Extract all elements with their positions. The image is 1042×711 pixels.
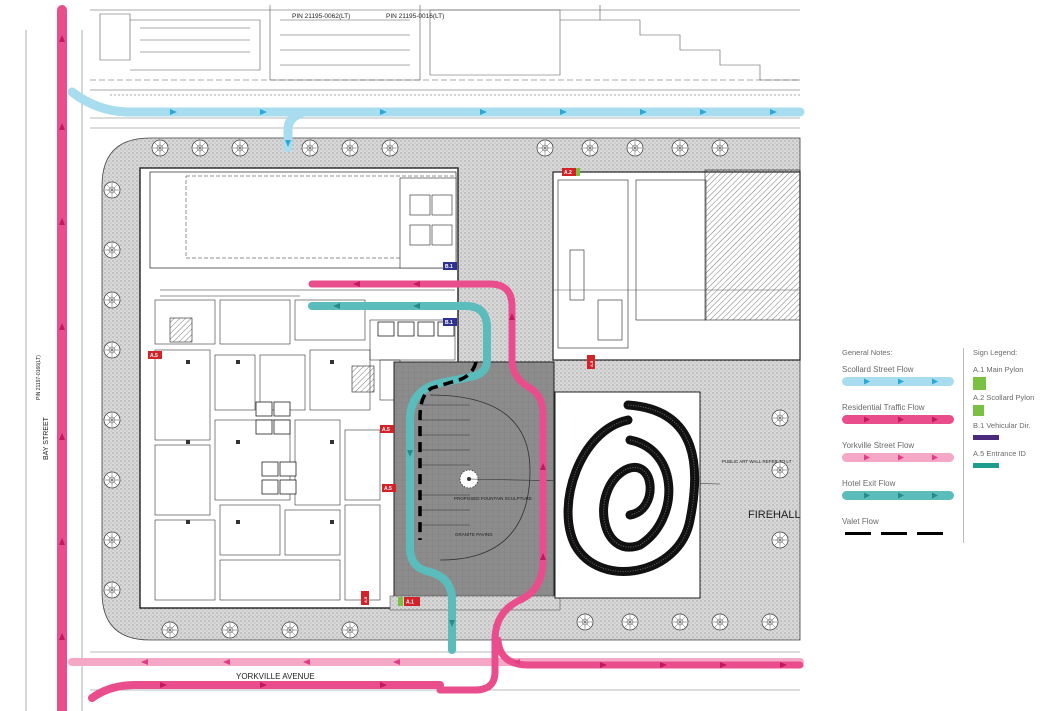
hotel-exit-flow	[308, 302, 491, 654]
legend-flow-item: Residential Traffic Flow	[842, 403, 962, 441]
public-art-wall: PUBLIC ART WALL REFER TO L7 FIREHALL	[554, 391, 801, 599]
flow-arrow-icon	[864, 492, 870, 499]
pin-right-label: PIN 21195-0016(LT)	[386, 13, 444, 20]
sign-tag-a5-lower-label: A.5	[384, 486, 392, 492]
east-building	[552, 169, 801, 361]
flow-arrow-icon	[898, 492, 904, 499]
legend-flow-swatch	[842, 377, 954, 386]
legend-flow-label: Hotel Exit Flow	[842, 479, 896, 488]
legend-flow-swatch	[842, 415, 954, 424]
sign-tag-b1-mid[interactable]: B.1	[443, 318, 457, 326]
sign-tag-a1-label: A.1	[406, 600, 414, 606]
legend-sign-label: A.1 Main Pylon	[973, 365, 1024, 374]
legend-sign-swatch	[973, 435, 999, 440]
fountain-label: PROPOSED FOUNTAIN SCULPTURE	[454, 496, 532, 501]
flow-arrow-icon	[898, 378, 904, 385]
yorkville-avenue-label: YORKVILLE AVENUE	[236, 672, 315, 681]
legend-sign-item: B.1 Vehicular Dir.	[973, 421, 1042, 449]
legend-flow-label: Scollard Street Flow	[842, 365, 914, 374]
legend-sign-swatch	[973, 405, 984, 416]
residential-traffic-flow	[308, 280, 804, 694]
legend-sign-item: A.1 Main Pylon	[973, 365, 1042, 393]
sign-tag-a5-upper[interactable]: A.5	[380, 425, 394, 433]
sign-tag-a5-upper-label: A.5	[382, 427, 390, 433]
sign-tag-b1-top-label: B.1	[445, 264, 453, 270]
legend-sign-label: B.1 Vehicular Dir.	[973, 421, 1031, 430]
flow-arrow-icon	[932, 416, 938, 423]
flow-arrow-icon	[864, 416, 870, 423]
granite-paving-label: GRANITE PAVING	[455, 532, 493, 537]
art-wall-label: PUBLIC ART WALL REFER TO L7	[722, 459, 792, 464]
sign-tag-a2[interactable]: A.2	[562, 168, 580, 176]
legend-flow-item: Valet Flow	[842, 517, 962, 555]
scollard-street-flow	[67, 87, 805, 153]
legend-sign-item: A.2 Scollard Pylon	[973, 393, 1042, 421]
pin-side-label: PIN 21197-0166(LT)	[36, 355, 42, 400]
flow-arrow-icon	[932, 454, 938, 461]
legend-flow-swatch	[842, 529, 954, 538]
sign-tag-a5-right-label: A.5	[589, 360, 594, 367]
sign-tag-a5-lower[interactable]: A.5	[382, 484, 396, 492]
legend-flow-swatch	[842, 453, 954, 462]
flow-arrow-icon	[864, 454, 870, 461]
legend-flow-item: Hotel Exit Flow	[842, 479, 962, 517]
sign-tag-a5-right[interactable]: A.5	[587, 355, 595, 369]
bay-street-label: BAY STREET	[43, 416, 50, 460]
legend-sign-swatch	[973, 463, 999, 468]
sign-tag-a5-bottom[interactable]: A.5	[361, 591, 369, 605]
legend-divider	[963, 348, 964, 543]
neighbour-buildings	[90, 5, 800, 96]
flow-arrow-icon	[898, 454, 904, 461]
flow-arrow-icon	[932, 378, 938, 385]
legend-sign-swatch	[973, 377, 986, 390]
legend-flow-label: Yorkville Street Flow	[842, 441, 915, 450]
legend-sign-label: A.2 Scollard Pylon	[973, 393, 1035, 402]
flow-arrows	[59, 35, 787, 688]
legend-flow-item: Scollard Street Flow	[842, 365, 962, 403]
legend-sign-label: A.5 Entrance ID	[973, 449, 1026, 458]
sign-legend-title: Sign Legend:	[973, 348, 1018, 357]
legend-flow-label: Residential Traffic Flow	[842, 403, 925, 412]
flow-arrow-icon	[864, 378, 870, 385]
firehall-label: FIREHALL	[748, 509, 801, 521]
legend-flow-item: Yorkville Street Flow	[842, 441, 962, 479]
pin-labels: PIN 21195-0062(LT) PIN 21195-0016(LT)	[292, 13, 444, 20]
sign-tag-b1-top[interactable]: B.1	[443, 262, 457, 270]
flow-arrow-icon	[898, 416, 904, 423]
sign-tag-a2-label: A.2	[564, 170, 572, 176]
pin-left-label: PIN 21195-0062(LT)	[292, 13, 350, 20]
legend-sign-item: A.5 Entrance ID	[973, 449, 1042, 477]
sign-tag-b1-mid-label: B.1	[445, 320, 453, 326]
sign-tag-a5-bottom-label: A.5	[363, 596, 368, 603]
flow-arrow-icon	[932, 492, 938, 499]
sign-tag-a5-left-label: A.5	[150, 353, 158, 359]
general-notes-title: General Notes:	[842, 348, 893, 357]
legend-flow-swatch	[842, 491, 954, 500]
legend-flow-label: Valet Flow	[842, 517, 879, 526]
sign-tag-a1[interactable]: A.1	[398, 597, 420, 606]
scollard-street	[90, 117, 800, 129]
bay-street: BAY STREET PIN 21197-0166(LT)	[25, 30, 83, 711]
sign-tags: A.2 B.1 B.1 A.5 A.5 A.5 A.1 A.5	[148, 168, 595, 606]
sign-tag-a5-left[interactable]: A.5	[148, 351, 162, 359]
valet-flow	[418, 361, 478, 540]
